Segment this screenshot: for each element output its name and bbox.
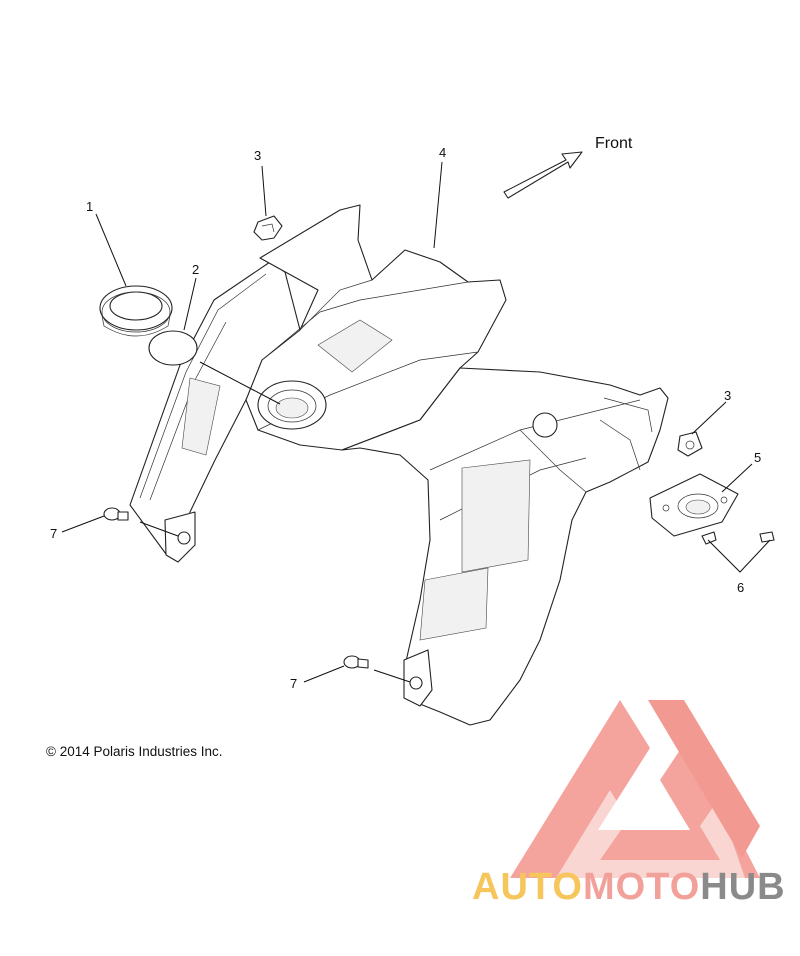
callout-6: 6 (737, 580, 744, 595)
callout-3-right: 3 (724, 388, 731, 403)
part-3-clip-right (677, 431, 703, 457)
callout-1: 1 (86, 199, 93, 214)
part-6-screws (701, 531, 775, 545)
callout-7-left: 7 (50, 526, 57, 541)
part-5-plate (649, 473, 739, 537)
part-7-rivet-left (103, 507, 129, 521)
part-2-o-ring (148, 330, 198, 366)
part-3-clip-upper (253, 215, 283, 241)
watermark-logo (510, 700, 760, 878)
front-label: Front (595, 135, 633, 152)
hood-assembly (129, 204, 669, 726)
front-direction-arrow (503, 151, 583, 199)
part-7-rivet-lower (343, 655, 369, 669)
callout-2: 2 (192, 262, 199, 277)
part-1-seal-ring (99, 285, 173, 337)
callout-5: 5 (754, 450, 761, 465)
callout-4: 4 (439, 145, 446, 160)
watermark-moto: MOTO (582, 866, 701, 908)
watermark-wordmark: AUTOMOTOHUB (472, 866, 786, 909)
watermark-hub: HUB (700, 866, 786, 908)
copyright-notice: © 2014 Polaris Industries Inc. (46, 744, 223, 759)
watermark-auto: AUTO (472, 866, 583, 908)
callout-7-lower: 7 (290, 676, 297, 691)
leader-lines (61, 161, 771, 683)
callout-3-upper: 3 (254, 148, 261, 163)
